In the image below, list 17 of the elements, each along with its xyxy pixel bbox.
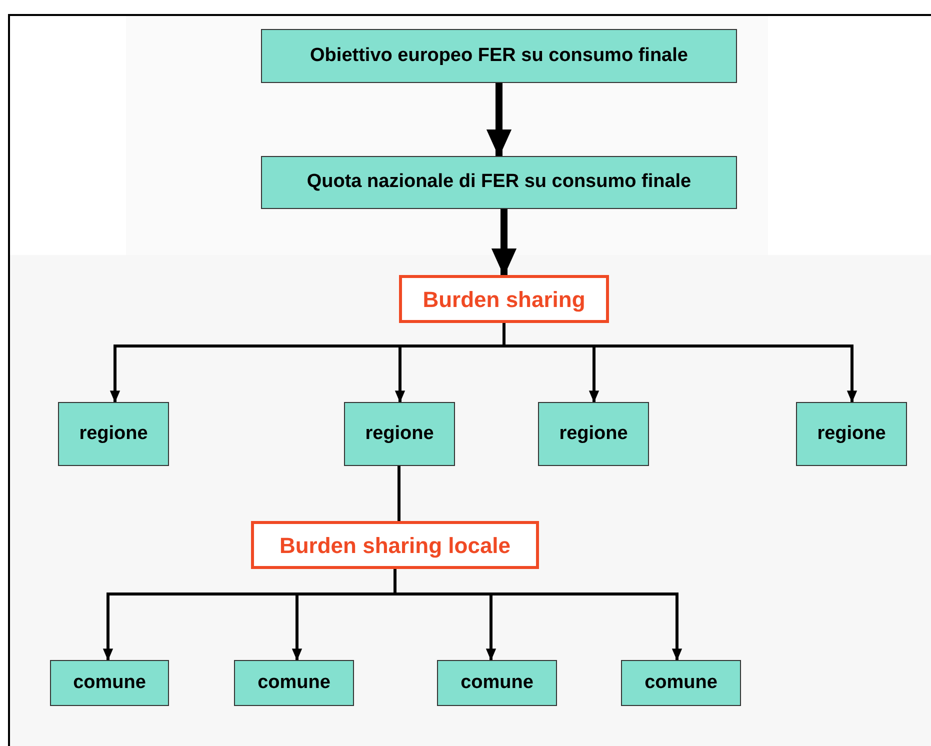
highlight-box: Burden sharing [399,275,609,323]
process-box: comune [234,660,354,706]
arrow [491,209,517,276]
process-box: comune [621,660,741,706]
process-box: regione [58,402,169,466]
process-box: Obiettivo europeo FER su consumo finale [261,29,737,83]
process-box: comune [50,660,169,706]
arrow [486,83,512,158]
connector-line [398,466,400,521]
process-box: regione [796,402,907,466]
arrow [502,323,858,403]
process-box: regione [538,402,649,466]
highlight-box: Burden sharing locale [251,521,539,569]
process-box: Quota nazionale di FER su consumo finale [261,156,737,209]
process-box: regione [344,402,455,466]
process-box: comune [437,660,557,706]
arrow [394,569,682,661]
